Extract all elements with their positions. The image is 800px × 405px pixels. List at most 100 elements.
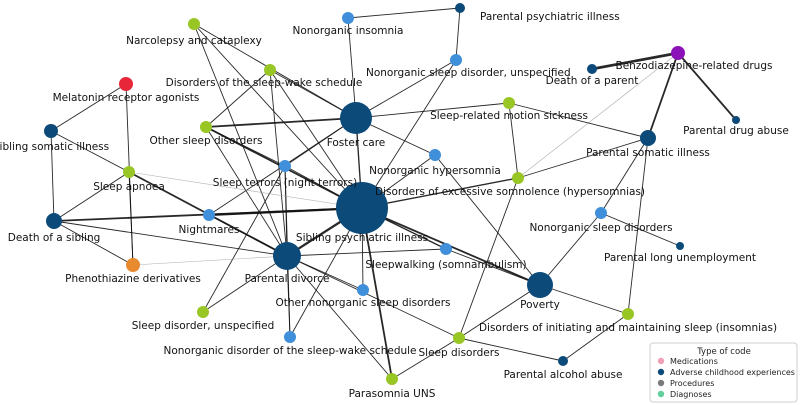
legend-swatch-1 <box>657 368 665 376</box>
edge-sleep_apnoea-death_sibling <box>53 171 130 222</box>
edge-disorders_sleep_wake_schedule-foster_care <box>269 69 357 119</box>
node-label-sleep_unspecified: Sleep disorder, unspecified <box>132 320 275 332</box>
node-hypersomnias <box>512 172 524 184</box>
node-nightmares <box>203 209 215 221</box>
edge-sibling_somatic-death_sibling <box>50 130 55 222</box>
edge-other_sleep_disorders-parental_divorce <box>205 126 288 257</box>
node-insomnias <box>622 308 634 320</box>
edge-narcolepsy-parental_divorce <box>193 23 288 257</box>
node-label-sleep_terrors: Sleep terrors (night terrors) <box>213 177 357 189</box>
edge-insomnias-parental_alcohol <box>562 313 629 362</box>
node-sleep_apnoea <box>123 166 135 178</box>
legend-item-label: Adverse childhood experiences <box>670 368 795 377</box>
edge-nonorganic_hypersomnia-poverty <box>434 154 541 286</box>
node-label-parental_alcohol: Parental alcohol abuse <box>504 369 623 381</box>
node-other_nonorganic <box>357 284 369 296</box>
edge-benzodiazepine-death_parent <box>591 51 679 71</box>
node-nonorganic_hypersomnia <box>429 149 441 161</box>
edge-other_sleep_disorders-sleep_terrors <box>205 126 286 167</box>
edge-nonorganic_sleep_disorders-poverty <box>539 212 602 286</box>
edge-poverty-insomnias <box>539 284 629 315</box>
node-narcolepsy <box>188 18 200 30</box>
node-label-nightmares: Nightmares <box>179 224 240 236</box>
node-parental_somatic <box>640 130 656 146</box>
edge-parental_divorce-sleepwalking <box>286 248 447 257</box>
edge-narcolepsy-sibling_psychiatric <box>193 23 363 209</box>
node-parental_alcohol <box>558 356 568 366</box>
node-label-sibling_psychiatric: Sibling psychiatric illness <box>296 232 428 244</box>
node-melatonin <box>119 77 133 91</box>
edge-sleep_motion-parental_somatic <box>508 102 649 139</box>
node-label-death_sibling: Death of a sibling <box>8 232 101 244</box>
node-label-parasomnia: Parasomnia UNS <box>349 388 436 400</box>
node-nonorganic_insomnia <box>342 12 354 24</box>
edge-nonorganic_sleep_disorders-parental_long_unemployment <box>600 212 681 247</box>
edge-sibling_somatic-sleep_apnoea <box>50 130 130 173</box>
edge-sleep_apnoea-sibling_psychiatric <box>128 171 363 209</box>
node-foster_care <box>340 102 372 134</box>
legend-item-label: Medications <box>670 357 718 366</box>
edge-benzodiazepine-hypersomnias <box>517 52 679 179</box>
node-label-sleep_motion: Sleep-related motion sickness <box>430 110 588 122</box>
legend-swatch-3 <box>657 390 665 398</box>
node-sleep_terrors <box>279 160 291 172</box>
node-label-narcolepsy: Narcolepsy and cataplexy <box>126 35 262 47</box>
edge-sleep_terrors-sleep_unspecified <box>202 165 286 313</box>
legend-swatch-2 <box>657 379 665 387</box>
node-label-sibling_somatic: Sibling somatic illness <box>0 141 109 153</box>
node-label-disorders_sleep_wake_schedule: Disorders of the sleep-wake schedule <box>166 77 363 89</box>
edge-benzodiazepine-parental_drug_abuse <box>677 52 737 121</box>
legend-title: Type of code <box>696 347 751 357</box>
node-label-parental_psychiatric: Parental psychiatric illness <box>480 11 620 23</box>
node-sleep_disorders <box>453 332 465 344</box>
node-label-foster_care: Foster care <box>327 137 386 149</box>
node-label-sleepwalking: Sleepwalking (somnambulism) <box>365 259 526 271</box>
edge-nonorganic_insomnia-parental_psychiatric <box>347 7 461 19</box>
node-phenothiazine <box>126 258 140 272</box>
node-label-benzodiazepine: Benzodiazepine-related drugs <box>616 60 773 72</box>
node-death_sibling <box>46 213 62 229</box>
edge-hypersomnias-sleep_disorders <box>458 177 519 339</box>
node-label-parental_long_unemployment: Parental long unemployment <box>604 252 756 264</box>
edge-melatonin-sibling_somatic <box>50 83 127 132</box>
node-label-death_parent: Death of a parent <box>546 75 639 87</box>
edge-poverty-sleepwalking <box>445 248 541 286</box>
node-parental_psychiatric <box>455 3 465 13</box>
edge-parental_psychiatric-nonorganic_unspecified <box>455 7 461 61</box>
node-poverty <box>527 272 553 298</box>
node-label-parental_somatic: Parental somatic illness <box>586 147 710 159</box>
node-sibling_somatic <box>44 124 58 138</box>
edge-parental_somatic-nonorganic_sleep_disorders <box>600 137 649 214</box>
node-layer <box>44 3 740 385</box>
edge-sleep_disorders-parental_alcohol <box>458 337 564 362</box>
node-label-melatonin: Melatonin receptor agonists <box>53 92 200 104</box>
edge-parental_divorce-sleep_disorders <box>286 255 460 339</box>
edge-disorders_sleep_wake_schedule-sibling_psychiatric <box>269 69 363 209</box>
node-parasomnia <box>386 373 398 385</box>
legend-swatch-0 <box>657 357 665 365</box>
edge-parental_somatic-insomnias <box>627 137 649 315</box>
node-label-nonorganic_sleep_disorders: Nonorganic sleep disorders <box>529 222 672 234</box>
node-disorders_sleep_wake_schedule <box>264 64 276 76</box>
node-nonorganic_sleep_wake_schedule <box>284 331 296 343</box>
edge-nonorganic_insomnia-foster_care <box>347 17 357 119</box>
legend-item-label: Diagnoses <box>670 390 712 399</box>
node-label-parental_divorce: Parental divorce <box>245 273 330 285</box>
node-other_sleep_disorders <box>200 121 212 133</box>
label-layer: Nonorganic insomnia Parental psychiatric … <box>0 11 789 400</box>
node-label-other_sleep_disorders: Other sleep disorders <box>150 135 263 147</box>
edge-nonorganic_unspecified-sibling_psychiatric <box>361 59 457 209</box>
node-label-hypersomnias: Disorders of excessive somnolence (hyper… <box>375 186 645 198</box>
node-label-nonorganic_insomnia: Nonorganic insomnia <box>293 25 404 37</box>
legend-item-label: Procedures <box>670 379 714 388</box>
node-label-nonorganic_sleep_wake_schedule: Nonorganic disorder of the sleep-wake sc… <box>163 345 416 357</box>
node-label-poverty: Poverty <box>520 299 560 311</box>
edge-disorders_sleep_wake_schedule-other_sleep_disorders <box>205 69 271 128</box>
node-label-insomnias: Disorders of initiating and maintaining … <box>479 322 777 334</box>
edge-death_sibling-parental_divorce <box>53 220 288 257</box>
node-label-parental_drug_abuse: Parental drug abuse <box>683 125 789 137</box>
